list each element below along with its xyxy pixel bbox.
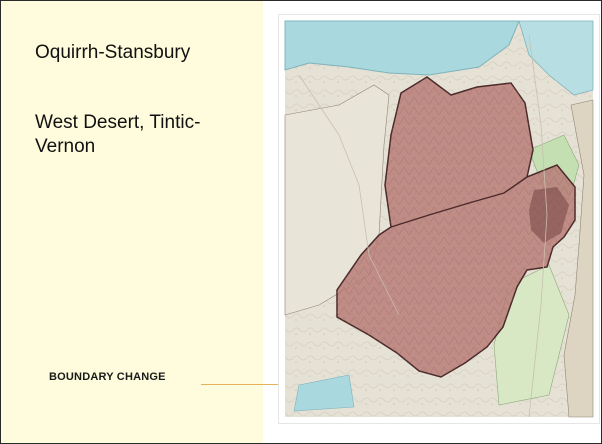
road-1: [298, 74, 400, 316]
great-salt-lake: [284, 20, 520, 76]
valley-patch: [529, 187, 569, 243]
text-panel: Oquirrh-Stansbury West Desert, Tintic-Ve…: [1, 1, 263, 443]
bullet-oquirrh-stansbury: Oquirrh-Stansbury: [35, 42, 191, 63]
boundary-relief: [337, 77, 575, 377]
eastern-mountains: [563, 99, 594, 418]
region-divider: [390, 176, 528, 228]
road-2: [528, 34, 548, 418]
bullet-west-desert-tintic-vernon: West Desert, Tintic-Vernon: [35, 112, 201, 157]
map-svg: [284, 20, 594, 418]
southern-lake: [293, 374, 355, 412]
map-image: [279, 15, 599, 423]
footer-label: BOUNDARY CHANGE: [49, 371, 166, 383]
northeast-basin: [518, 20, 594, 96]
